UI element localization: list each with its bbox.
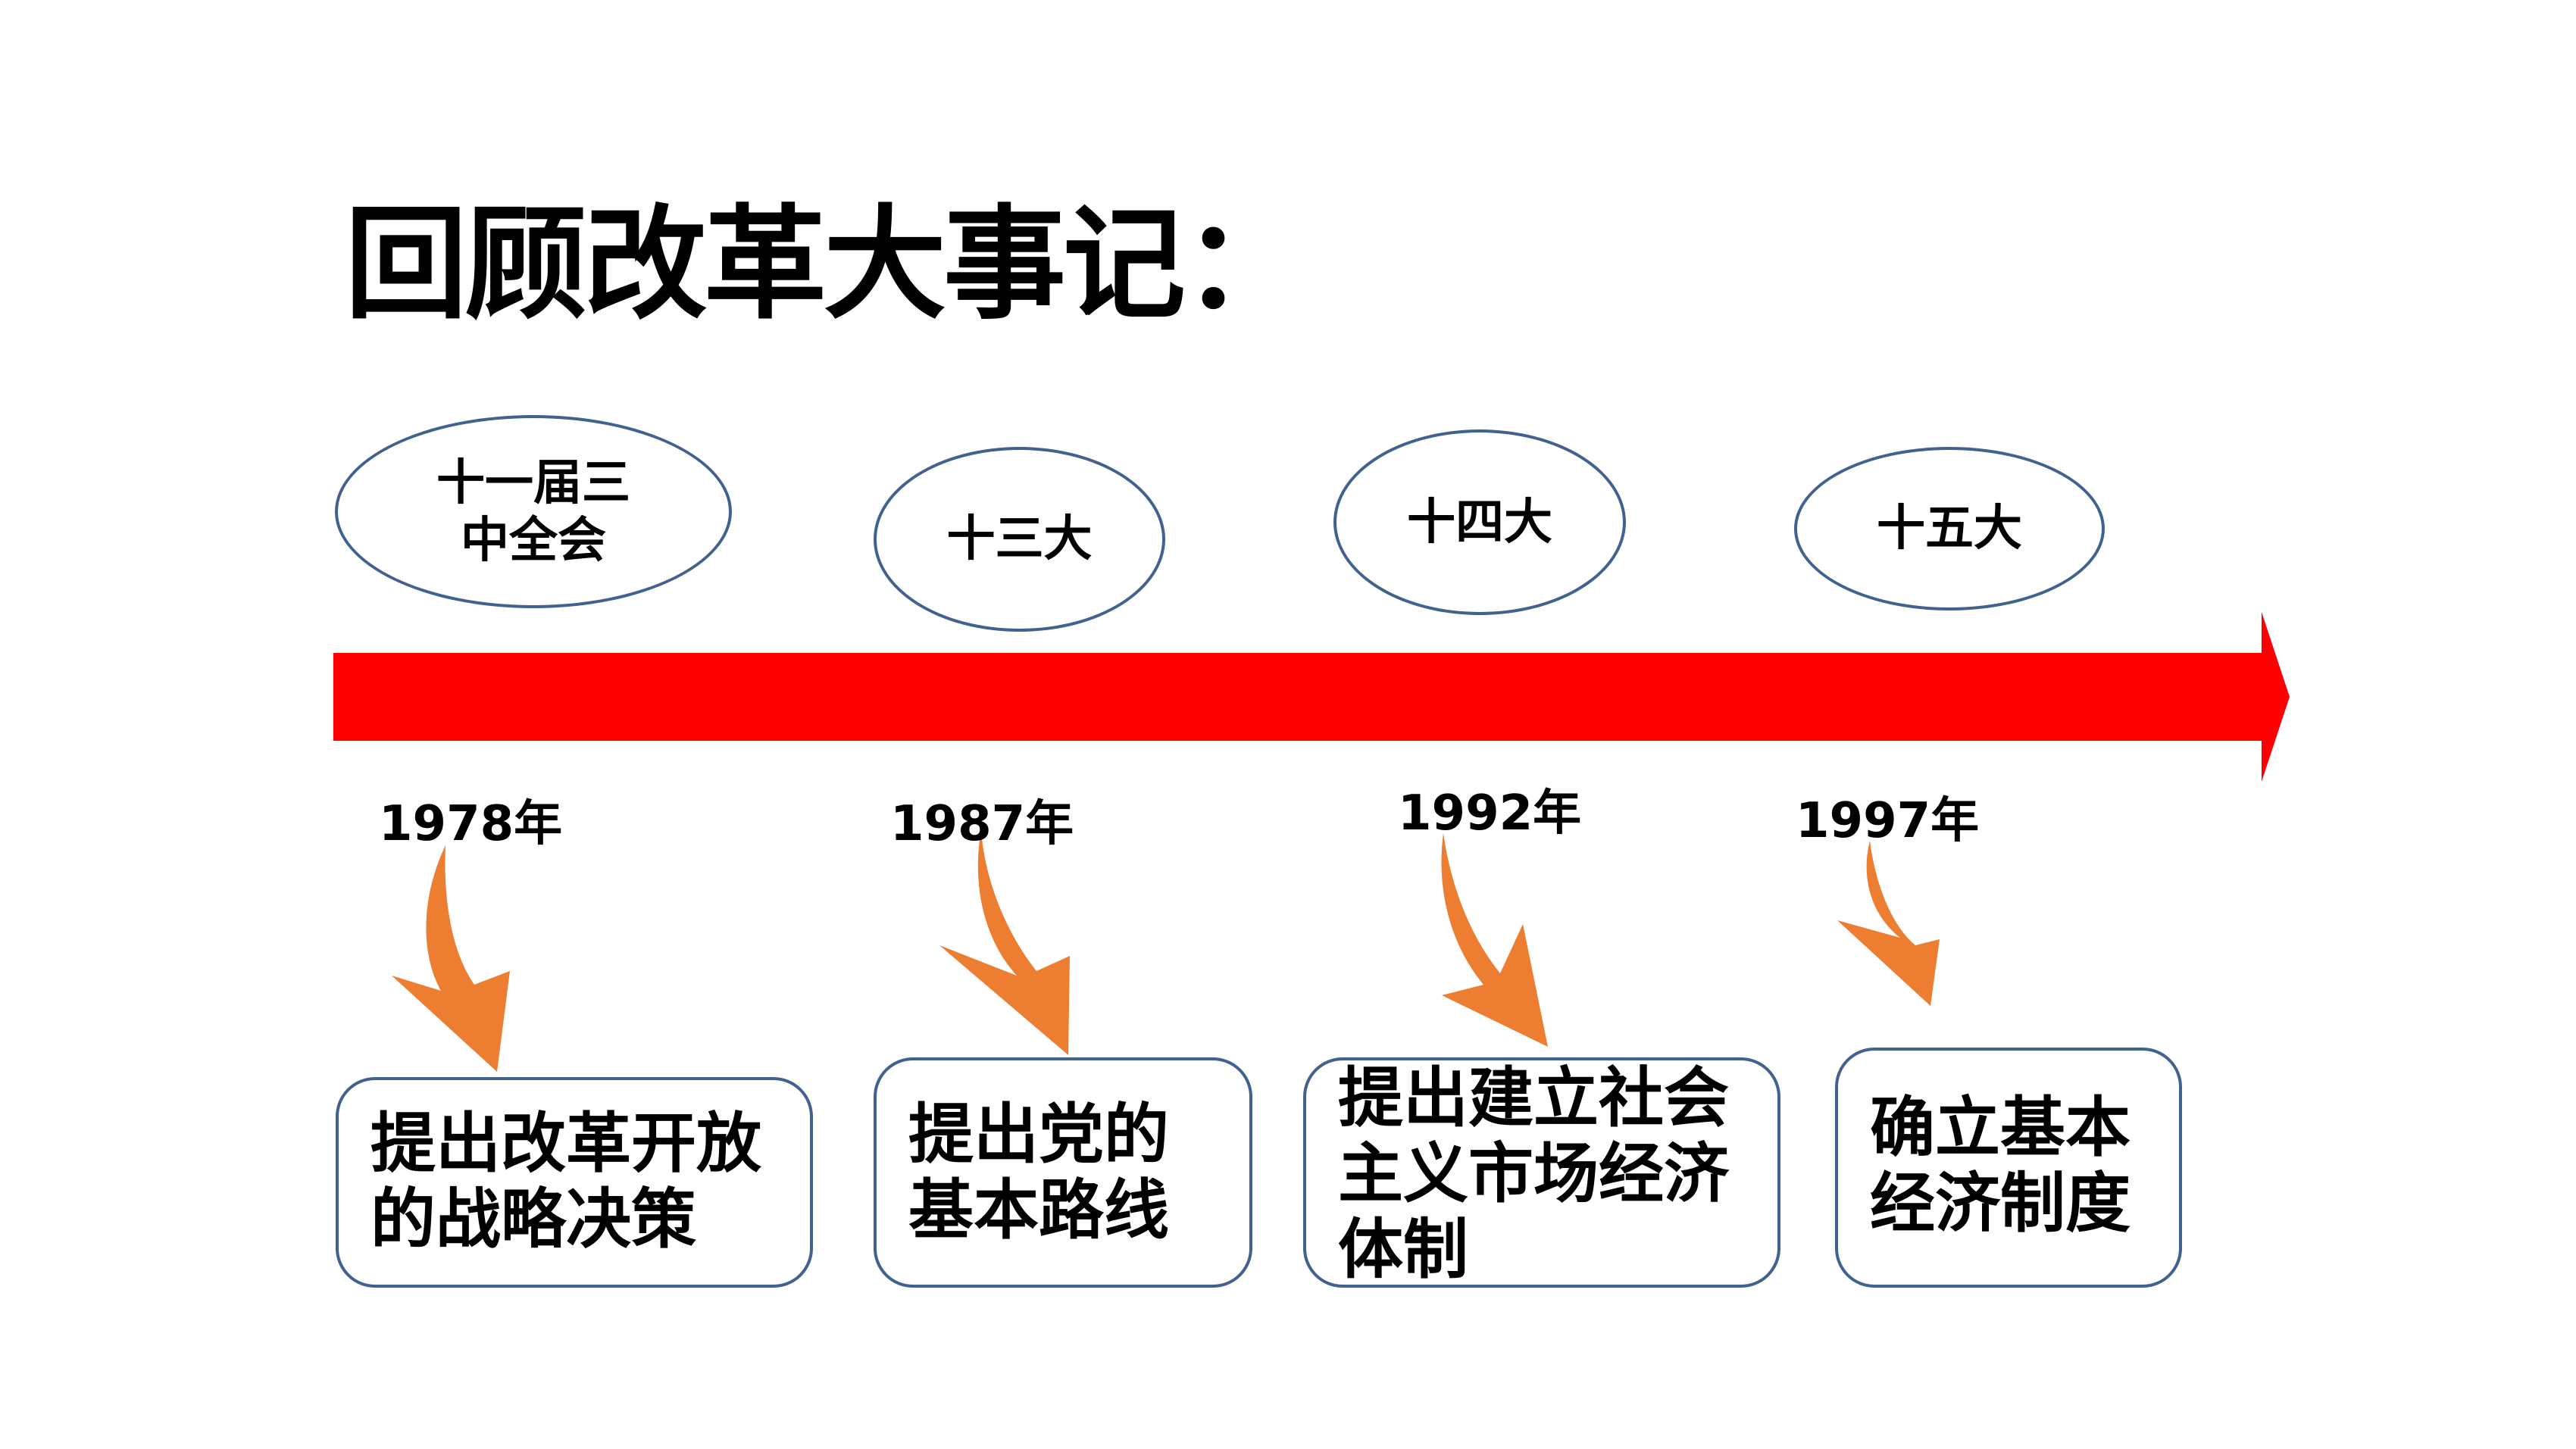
event-year-3: 1992年	[1398, 785, 1582, 842]
event-content-3: 提出建立社会 主义市场经济 体制	[1303, 1057, 1780, 1288]
curved-arrow-1	[392, 845, 510, 1072]
event-meeting-3: 十四大	[1333, 429, 1626, 615]
curved-arrow-4	[1837, 841, 1940, 1006]
timeline-arrow-head	[2174, 612, 2290, 782]
curved-arrow-2	[939, 830, 1070, 1055]
page-title: 回顾改革大事记：	[345, 194, 1305, 336]
curved-arrow-3	[1441, 833, 1548, 1047]
event-meeting-2: 十三大	[874, 447, 1165, 632]
event-meeting-4: 十五大	[1794, 447, 2105, 611]
event-meeting-1: 十一届三 中全会	[335, 415, 732, 608]
timeline-arrow	[333, 612, 2290, 782]
event-content-4: 确立基本 经济制度	[1835, 1048, 2182, 1288]
event-content-2: 提出党的 基本路线	[874, 1057, 1252, 1288]
timeline-bar	[333, 653, 2182, 741]
event-year-2: 1987年	[890, 796, 1074, 852]
event-year-1: 1978年	[379, 796, 563, 852]
event-year-4: 1997年	[1796, 793, 1980, 849]
event-content-1: 提出改革开放 的战略决策	[336, 1077, 813, 1288]
